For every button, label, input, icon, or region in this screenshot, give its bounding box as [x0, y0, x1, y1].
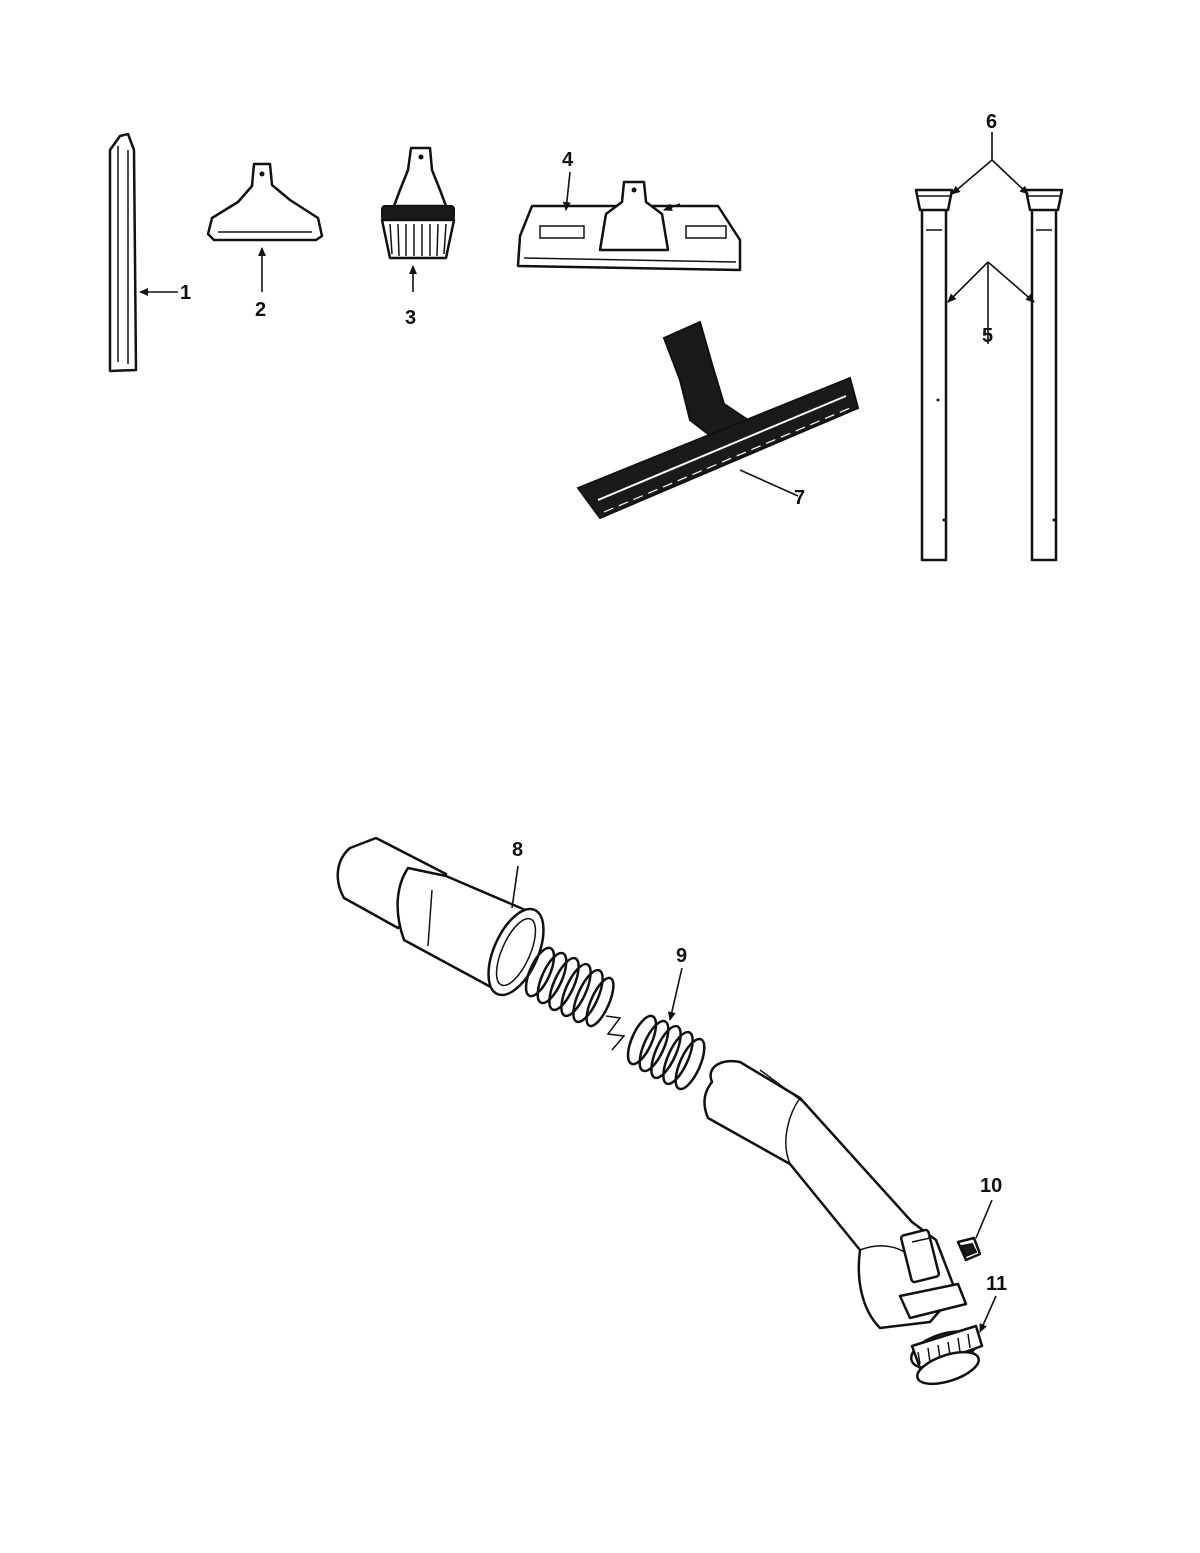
- callout-10: 10: [980, 1175, 1002, 1197]
- callout-9: 9: [676, 945, 687, 967]
- leaders-5: [947, 261, 1035, 344]
- part-2-upholstery-tool: [206, 162, 324, 292]
- callout-3: 3: [405, 307, 416, 329]
- part-11-swivel-ring: [910, 1295, 997, 1386]
- callout-1: 1: [180, 282, 191, 304]
- part-10-clip: [956, 1199, 993, 1262]
- callout-5: 5: [982, 325, 993, 347]
- part-9-hose: [524, 946, 706, 1091]
- leaders-6: [951, 132, 1029, 195]
- callout-11: 11: [986, 1273, 1007, 1295]
- callout-4: 4: [562, 149, 574, 171]
- callout-8: 8: [512, 839, 523, 861]
- part-5-wand-right: [1024, 188, 1064, 562]
- part-8-hose-cuff: [336, 836, 545, 997]
- part-5-wand-left: [914, 188, 954, 562]
- part-1-crevice-tool: [108, 132, 178, 373]
- callout-7: 7: [794, 487, 805, 509]
- part-7-floor-brush: [576, 320, 860, 520]
- callout-6: 6: [986, 111, 997, 133]
- part-3-dusting-brush: [380, 146, 456, 292]
- hose-handle: [703, 1059, 968, 1330]
- part-4-floor-nozzle: [516, 171, 742, 272]
- callout-2: 2: [255, 299, 266, 321]
